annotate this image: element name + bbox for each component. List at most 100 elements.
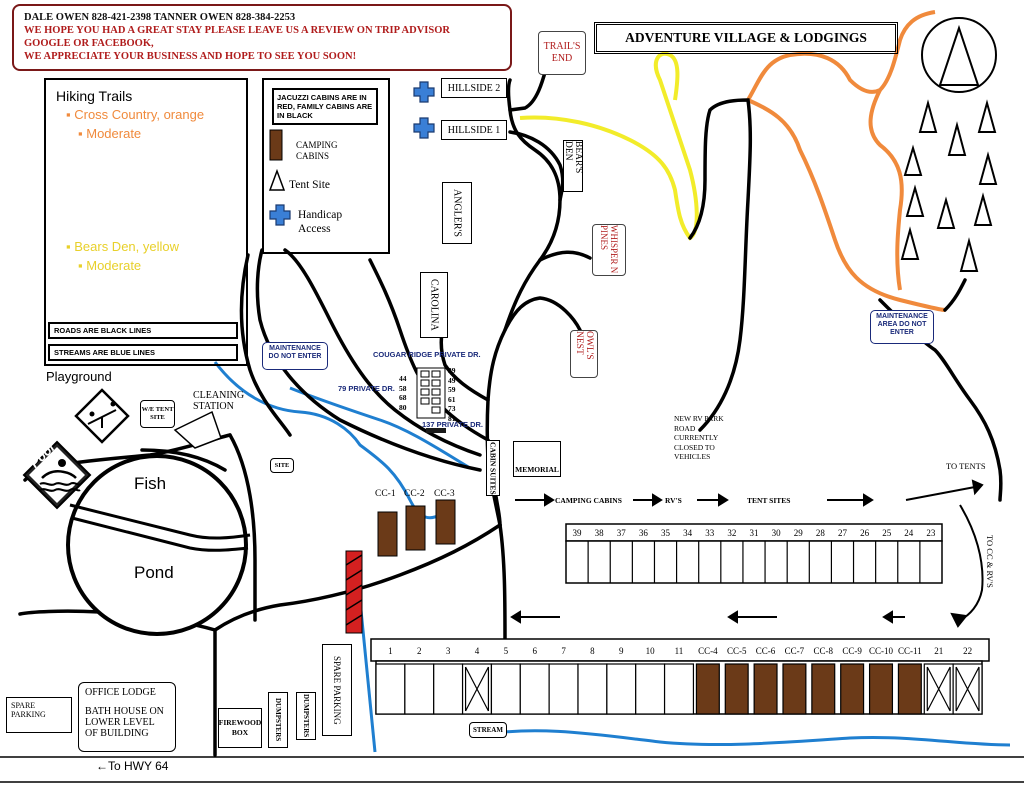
tent-site xyxy=(900,226,920,260)
office-lodge: OFFICE LODGE BATH HOUSE ON LOWER LEVEL O… xyxy=(78,682,176,752)
office-lodge-label: OFFICE LODGE xyxy=(85,687,156,698)
orange-trail xyxy=(746,10,946,312)
review-message-line3: WE APPRECIATE YOUR BUSINESS AND HOPE TO … xyxy=(24,51,357,62)
rv-site-lot xyxy=(663,663,695,715)
handicap-markers xyxy=(269,81,435,226)
site-number: 24 xyxy=(904,528,914,538)
road-whisper xyxy=(538,250,592,262)
arrow-head xyxy=(863,493,874,507)
orange-trail-right xyxy=(747,98,946,312)
pond-label: Pond xyxy=(134,563,174,582)
direction-arrows xyxy=(487,442,984,628)
whisper-n-pines-cabin: WHISPER N PINES xyxy=(592,224,626,276)
cabin-suites: CABIN SUITES xyxy=(486,440,500,496)
to-tents-label: TO TENTS xyxy=(946,461,986,471)
camping-cabin xyxy=(377,511,398,557)
stream-bottom xyxy=(479,729,1011,747)
cleaning-station-shape xyxy=(173,410,222,449)
stream-middle xyxy=(289,386,471,470)
cabin-key: JACUZZI CABINS ARE IN RED, FAMILY CABINS… xyxy=(262,78,390,254)
tent-site xyxy=(905,184,925,217)
camping-cabin-lot xyxy=(868,663,894,715)
site-number: 32 xyxy=(727,528,737,538)
site-number: 8 xyxy=(590,646,595,656)
jacuzzi-strip xyxy=(345,550,363,634)
cougar-ridge-site-number: 59 xyxy=(448,385,456,394)
rv-site-lot xyxy=(433,663,464,715)
playground-sign xyxy=(74,388,130,444)
water-wave2 xyxy=(39,488,81,492)
pond-outline xyxy=(66,454,248,636)
rv-site-lot xyxy=(577,663,608,715)
cougar-ridge-site-number: 49 xyxy=(448,375,456,385)
trail2-difficulty: ▪ Moderate xyxy=(78,258,142,273)
site-number: 38 xyxy=(594,528,604,538)
site-number: 36 xyxy=(638,528,648,538)
upper-row-lots xyxy=(565,540,943,584)
private-79-label: 79 PRIVATE DR. xyxy=(338,384,395,393)
road-maintenance xyxy=(239,253,292,437)
trail1-difficulty: ▪ Moderate xyxy=(78,126,142,141)
camping-cabin-lot xyxy=(695,663,720,715)
tent-site-marker xyxy=(955,666,980,712)
site-marker: SITE xyxy=(270,458,294,473)
handicap-key-label: Handicap Access xyxy=(298,209,343,235)
playground-label: Playground xyxy=(46,369,112,384)
swimmer-body xyxy=(41,470,77,479)
site-number: 9 xyxy=(619,646,624,656)
cc-label: CC-2 xyxy=(404,489,425,499)
map-title: ADVENTURE VILLAGE & LODGINGS xyxy=(594,22,898,54)
site-number: 33 xyxy=(705,528,715,538)
cougar-ridge-site-number: 61 xyxy=(448,394,456,404)
orange-trail-top xyxy=(746,10,936,102)
camping-cabin-lot xyxy=(782,663,807,715)
cleaning-station-label: CLEANING STATION xyxy=(193,390,245,412)
cougar-ridge-cluster xyxy=(416,367,446,419)
site-number: CC-8 xyxy=(813,646,834,656)
site-number: 11 xyxy=(674,646,684,656)
review-message-line2: GOOGLE OR FACEBOOK, xyxy=(24,38,154,49)
tent-site xyxy=(959,237,979,272)
arrow-curve xyxy=(959,504,984,621)
rv-site-lot xyxy=(490,663,521,715)
upper-site-row xyxy=(565,523,943,584)
camping-cabin xyxy=(405,505,426,551)
tent-site xyxy=(918,99,938,133)
maintenance-left: MAINTENANCE DO NOT ENTER xyxy=(262,342,328,370)
site-number: 10 xyxy=(645,646,655,656)
site-number: 2 xyxy=(417,646,422,656)
pool-sign xyxy=(22,440,92,510)
handicap-icon xyxy=(413,81,435,103)
tent-site-marker xyxy=(464,666,490,712)
camping-cabin xyxy=(435,499,456,545)
camping-cabins-key-label: CAMPING CABINS xyxy=(296,140,338,161)
pond-bridge-top xyxy=(69,503,251,540)
cougar-ridge-site-number: 81 xyxy=(448,413,456,423)
memorial: MEMORIAL xyxy=(513,441,561,477)
jacuzzi-hatching xyxy=(345,554,363,626)
bears-den-cabin: BEAR'S DEN xyxy=(563,140,583,192)
arrow-shaft xyxy=(905,486,976,501)
stream-label: STREAM xyxy=(469,722,507,738)
hillside1-cabin: HILLSIDE 1 xyxy=(441,120,507,140)
rv-site-lot xyxy=(375,663,406,715)
camping-cabin-lot xyxy=(840,663,865,715)
road-maintenance-right xyxy=(943,278,967,312)
dumpsters-2: DUMPSTERS xyxy=(296,692,316,740)
arrow-head xyxy=(652,493,663,507)
camping-cabin-lot xyxy=(753,663,778,715)
site-number: CC-6 xyxy=(755,646,776,656)
tent-sites xyxy=(900,99,998,272)
rv-site-lot xyxy=(519,663,550,715)
new-rv-road-label: NEW RV PARK ROAD CURRENTLY CLOSED TO VEH… xyxy=(674,414,724,461)
to-hwy-label: ←To HWY 64 xyxy=(96,759,169,773)
site-number: 26 xyxy=(860,528,870,538)
camping-cabin-lot xyxy=(724,663,749,715)
site-number: 37 xyxy=(616,528,626,538)
site-number: 3 xyxy=(445,646,451,656)
arrow-head xyxy=(882,610,893,624)
trails-heading: Hiking Trails xyxy=(56,88,133,104)
review-message-line1: WE HOPE YOU HAD A GREAT STAY PLEASE LEAV… xyxy=(24,25,450,36)
site-number: 39 xyxy=(572,528,582,538)
